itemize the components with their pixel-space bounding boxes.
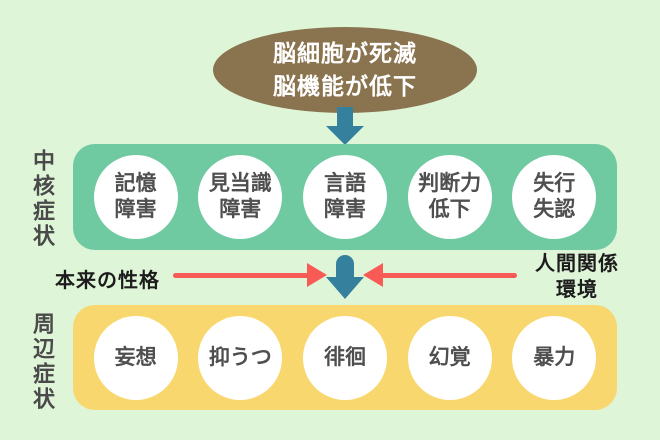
symptom-text: 抑うつ: [208, 345, 272, 369]
symptom-text: 記憶: [114, 172, 157, 195]
symptom-text: 判断力: [418, 172, 482, 195]
symptom-text: 妄想: [114, 345, 157, 369]
symptom-text: 失行: [533, 172, 576, 195]
symptom-text: 低下: [428, 198, 471, 221]
peripheral-symptoms-band: 妄想 抑うつ 徘徊 幻覚 暴力: [73, 305, 617, 410]
down-arrow-head: [326, 126, 364, 145]
right-arrow-icon: [307, 263, 327, 287]
symptom-circle-apraxia: 失行 失認: [512, 155, 597, 239]
symptom-circle-depression: 抑うつ: [198, 315, 283, 400]
symptom-circle-violence: 暴力: [512, 315, 597, 400]
symptom-circle-language: 言語 障害: [302, 155, 387, 239]
cause-bubble: 脳細胞が死滅 脳機能が低下: [213, 27, 477, 113]
down-arrow-head: [326, 277, 364, 299]
influence-right-line2: 環境: [556, 279, 598, 301]
cause-line1: 脳細胞が死滅: [273, 40, 417, 66]
core-symptoms-side-label: 中核症状: [30, 149, 55, 249]
influence-label-environment: 人間関係 環境: [526, 251, 628, 303]
symptom-text: 暴力: [533, 345, 576, 369]
symptom-text: 幻覚: [428, 345, 471, 369]
symptom-text: 障害: [219, 198, 262, 221]
symptom-text: 言語: [323, 172, 366, 195]
symptom-circle-wandering: 徘徊: [302, 315, 387, 400]
right-arrow-line: [173, 273, 310, 278]
down-arrow-stem: [337, 107, 353, 126]
influence-label-personality: 本来の性格: [55, 270, 160, 292]
symptom-text: 障害: [323, 198, 366, 221]
influence-right-line1: 人間関係: [535, 253, 619, 275]
symptom-text: 障害: [114, 198, 157, 221]
cause-line2: 脳機能が低下: [273, 73, 417, 99]
symptom-circle-memory: 記憶 障害: [93, 155, 178, 239]
left-arrow-icon: [363, 263, 383, 287]
symptom-circle-delusion: 妄想: [93, 315, 178, 400]
core-symptoms-band: 記憶 障害 見当識 障害 言語 障害 判断力 低下 失行 失認: [73, 144, 617, 250]
symptom-text: 見当識: [208, 172, 272, 195]
symptom-circle-disorientation: 見当識 障害: [198, 155, 283, 239]
peripheral-symptoms-side-label: 周辺症状: [30, 312, 55, 412]
symptom-text: 徘徊: [323, 345, 366, 369]
down-arrow-icon: [326, 107, 364, 145]
symptom-circle-judgement: 判断力 低下: [407, 155, 492, 239]
down-arrow-stem: [336, 255, 354, 277]
symptom-circle-hallucination: 幻覚: [407, 315, 492, 400]
symptom-text: 失認: [533, 198, 576, 221]
down-arrow-icon: [326, 255, 364, 299]
left-arrow-line: [381, 273, 517, 278]
